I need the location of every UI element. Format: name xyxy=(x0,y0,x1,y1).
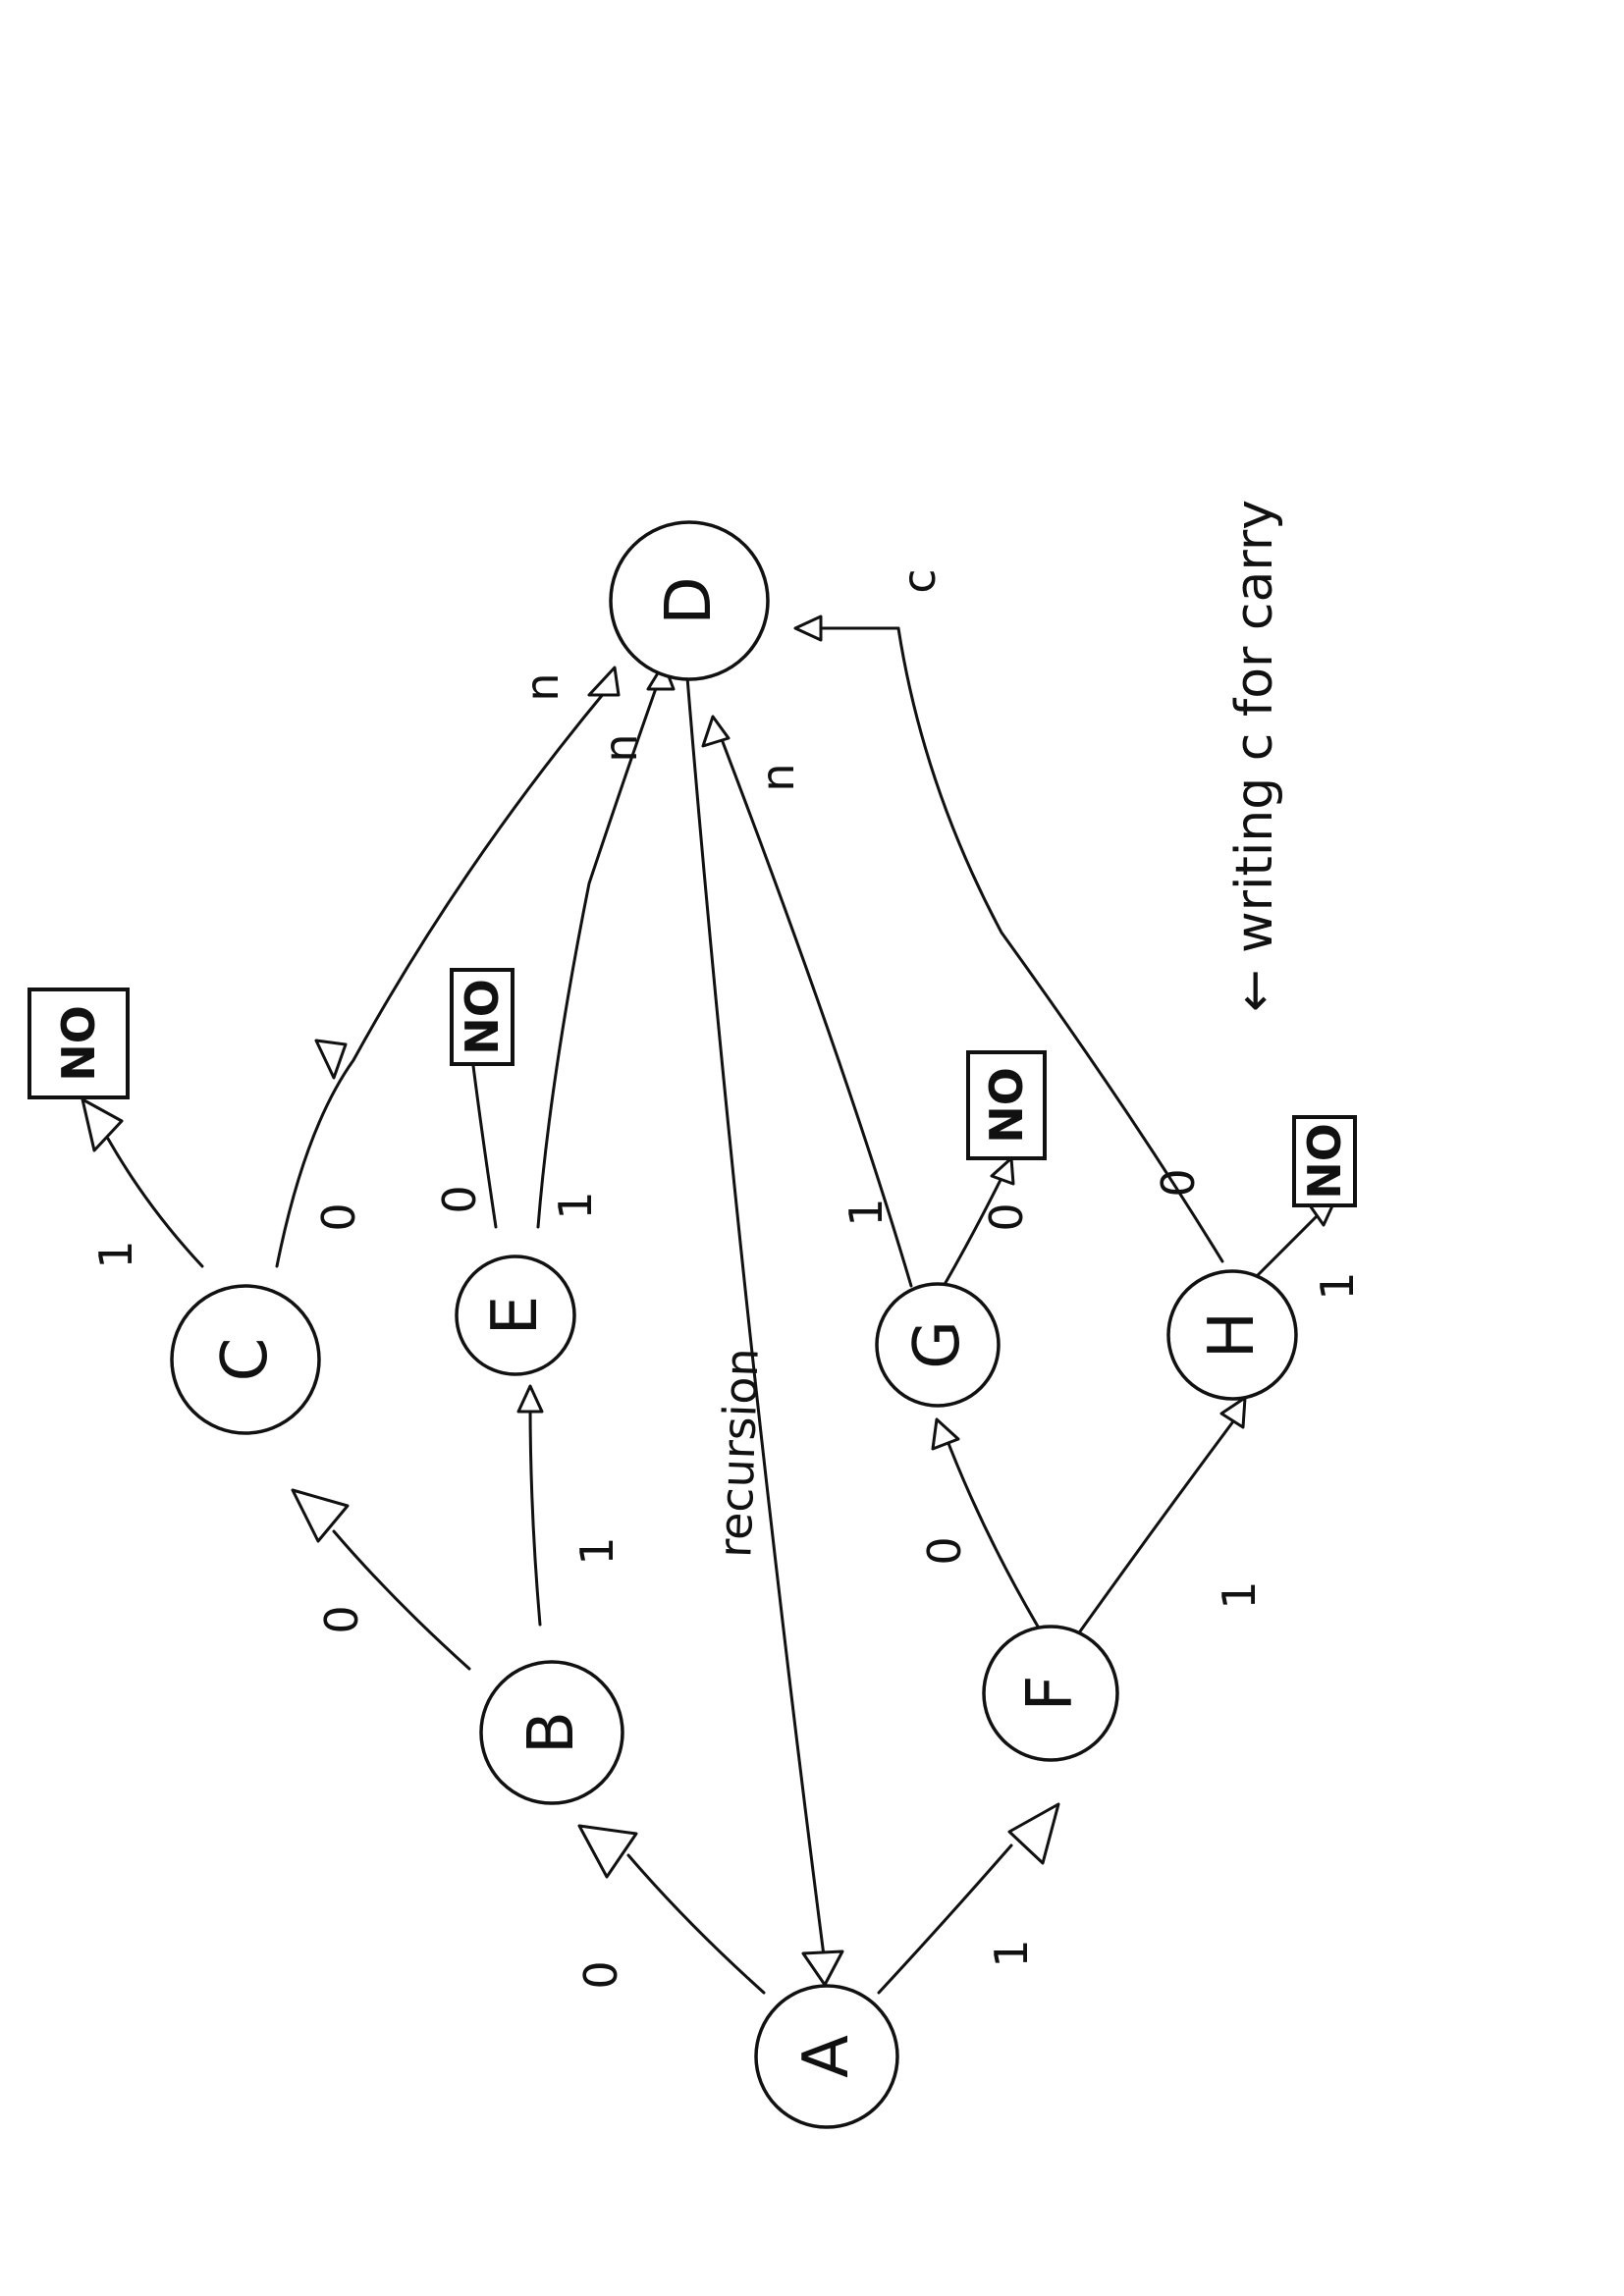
edge-label-f-h: 1 xyxy=(1213,1580,1266,1609)
edge-g-d xyxy=(715,724,913,1288)
edge-label-c-d: 0 xyxy=(312,1202,365,1231)
node-f-label: F xyxy=(1014,1676,1087,1712)
edge-label-a-b: 0 xyxy=(574,1960,627,1989)
edge-label-e-no2: 0 xyxy=(433,1185,486,1213)
node-h-label: H xyxy=(1196,1311,1269,1359)
edge-label-h-d: 0 xyxy=(1152,1168,1205,1197)
node-d-label: D xyxy=(653,576,726,624)
terminal-no-3: NO xyxy=(966,1050,1047,1160)
edge-b-c xyxy=(332,1529,471,1671)
edge-label-e-d: 1 xyxy=(549,1191,602,1219)
edge-g-no3 xyxy=(941,1176,1003,1290)
node-a-label: A xyxy=(790,2035,863,2078)
node-e: E xyxy=(455,1255,576,1376)
edge-e-no2 xyxy=(469,1048,498,1229)
edge-label-recursion: recursion xyxy=(708,1347,768,1558)
arrowhead-c-d xyxy=(314,1039,348,1080)
d-mark-n-3: n xyxy=(751,763,804,791)
node-d: D xyxy=(609,520,770,681)
edge-h-no4 xyxy=(1255,1210,1323,1278)
node-c-label: C xyxy=(209,1338,282,1382)
arrowhead-f-g xyxy=(931,1417,960,1451)
d-mark-n-2: n xyxy=(594,733,647,762)
edge-a-f xyxy=(877,1843,1013,1995)
arrowhead-b-e xyxy=(516,1384,544,1414)
terminal-no-4: NO xyxy=(1292,1115,1357,1207)
d-mark-c: c xyxy=(893,568,946,593)
edge-label-c-no1: 1 xyxy=(89,1240,142,1268)
terminal-no-2: NO xyxy=(450,968,514,1066)
edge-h-d xyxy=(896,626,1224,1263)
node-b-label: B xyxy=(515,1711,588,1754)
arrowhead-a-b xyxy=(577,1824,638,1879)
arrowhead-f-h xyxy=(1219,1396,1247,1429)
edge-label-b-e: 1 xyxy=(570,1536,623,1565)
arrowhead-a-f xyxy=(1007,1802,1060,1865)
edge-label-h-no4: 1 xyxy=(1311,1271,1364,1300)
edge-f-g xyxy=(943,1431,1043,1633)
node-b: B xyxy=(479,1660,624,1805)
node-c: C xyxy=(170,1284,321,1435)
d-mark-n-1: n xyxy=(515,672,568,701)
edge-label-g-no3: 0 xyxy=(980,1202,1033,1231)
node-h: H xyxy=(1166,1269,1298,1401)
arrowhead-h-d xyxy=(793,614,823,642)
arrowhead-c-no1 xyxy=(81,1097,124,1152)
edge-c-no1 xyxy=(106,1137,204,1268)
edge-label-b-c: 0 xyxy=(315,1605,368,1633)
node-f: F xyxy=(982,1625,1119,1762)
terminal-no-2-label: NO xyxy=(456,979,509,1055)
edge-d-a-recursion xyxy=(685,675,827,1965)
edge-e-d xyxy=(536,675,662,1229)
terminal-no-1: NO xyxy=(27,988,130,1099)
terminal-no-1-label: NO xyxy=(52,1005,105,1082)
terminal-no-4-label: NO xyxy=(1298,1123,1351,1200)
arrowhead-d-a xyxy=(801,1949,844,1987)
terminal-no-3-label: NO xyxy=(980,1067,1033,1144)
arrowhead-g-no3 xyxy=(990,1156,1015,1186)
node-e-label: E xyxy=(479,1296,552,1335)
edge-b-e xyxy=(528,1402,542,1627)
node-g: G xyxy=(875,1282,1001,1408)
edge-label-g-d: 1 xyxy=(839,1198,893,1226)
node-g-label: G xyxy=(901,1320,974,1369)
edge-c-d xyxy=(275,685,611,1268)
arrowhead-b-c xyxy=(291,1488,350,1543)
node-a: A xyxy=(754,1984,899,2129)
edge-f-h xyxy=(1078,1412,1241,1633)
edge-a-b xyxy=(626,1853,766,1995)
edge-label-f-g: 0 xyxy=(918,1536,971,1565)
carry-note: ← writing c for carry xyxy=(1225,500,1284,1012)
arrowhead-c-d-end xyxy=(587,666,621,697)
edge-label-a-f: 1 xyxy=(985,1939,1038,1967)
arrowhead-g-d xyxy=(701,715,731,748)
